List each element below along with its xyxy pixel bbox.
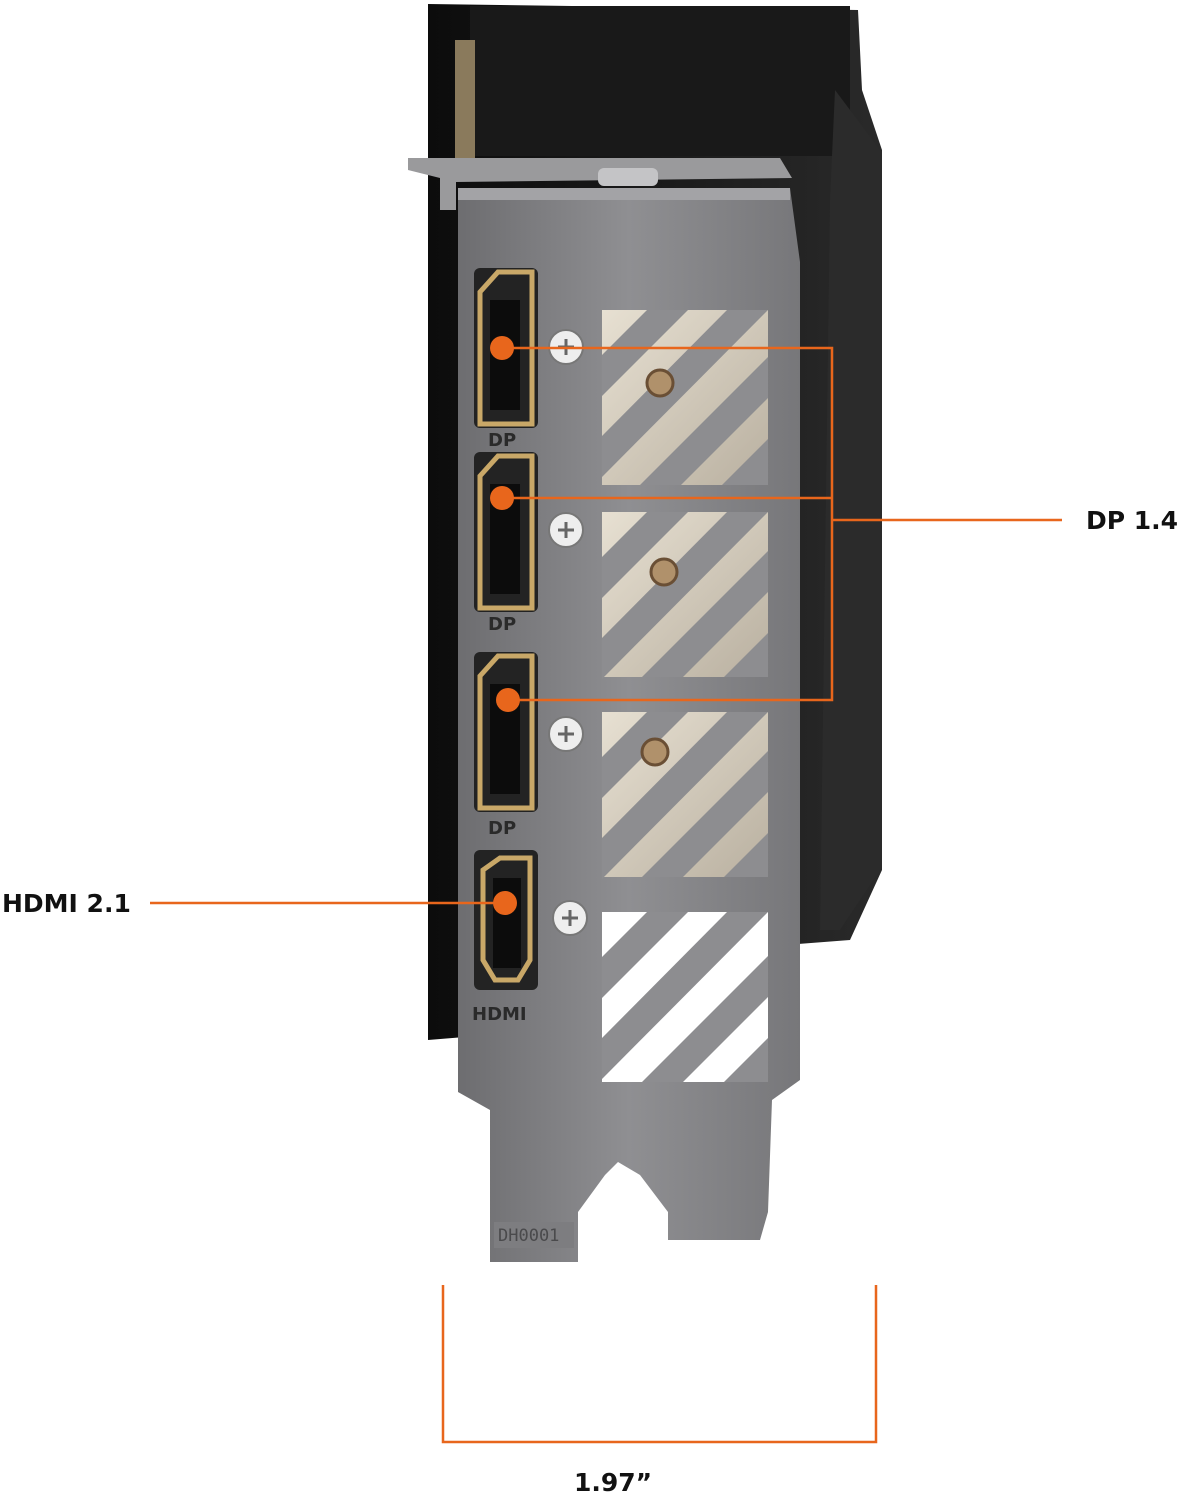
port-label-dp-2: DP: [488, 614, 516, 635]
vent-panel-2: [602, 512, 768, 679]
hdmi-callout-label: HDMI 2.1: [2, 889, 131, 918]
hdmi-connector: [474, 850, 538, 990]
displayport-connector-3: [474, 652, 538, 812]
displayport-callout-lines: [502, 346, 1062, 702]
width-dimension-line: [441, 1285, 878, 1444]
port-label-dp-1: DP: [488, 430, 516, 451]
vent-panel-1: [602, 310, 768, 485]
part-number: DH0001: [498, 1226, 559, 1246]
bracket-top-flange: [408, 158, 792, 210]
bracket-screws: [548, 329, 588, 936]
hdmi-callout-line: [150, 891, 517, 915]
port-label-hdmi: HDMI: [472, 1004, 527, 1025]
width-dimension-label: 1.97”: [574, 1468, 653, 1497]
displayport-connector-2: [474, 452, 538, 612]
vent-panel-4: [602, 912, 768, 1082]
port-label-dp-3: DP: [488, 818, 516, 839]
vent-panel-3: [602, 712, 768, 879]
displayport-callout-dots: [490, 336, 520, 712]
displayport-callout-label: DP 1.4: [1086, 506, 1179, 535]
